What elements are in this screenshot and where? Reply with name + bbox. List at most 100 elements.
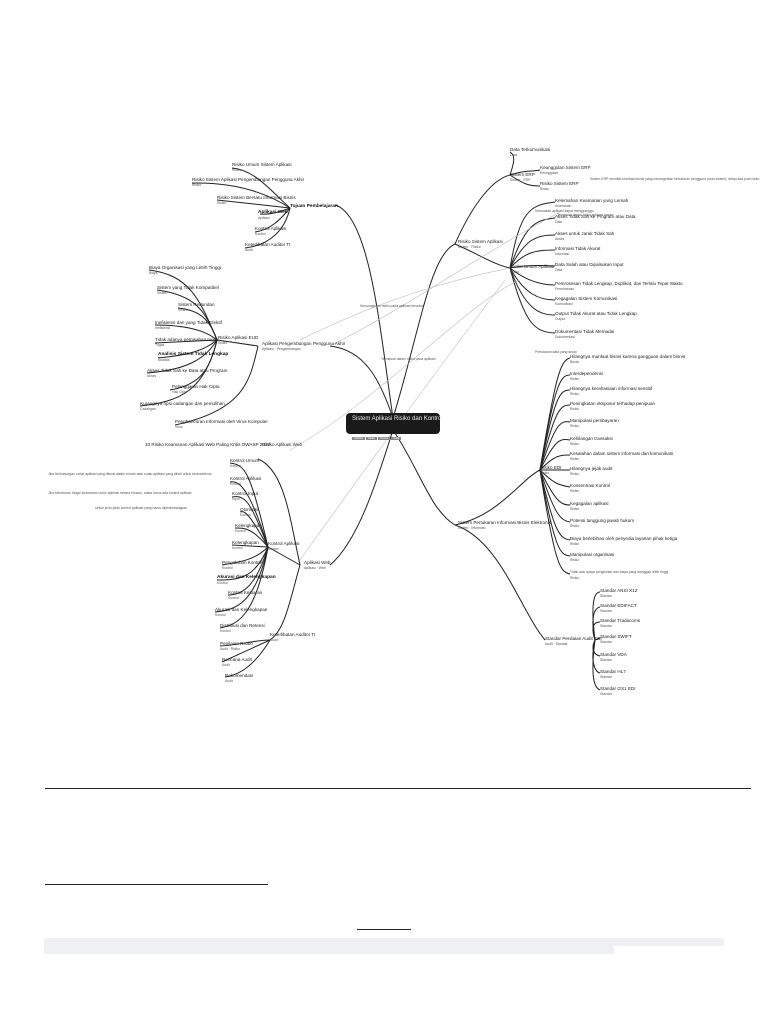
topic[interactable]: Pemrosesan Tidak Lengkap, Duplikat, dan …	[555, 281, 683, 286]
topic[interactable]: Pengolahan Kontrol	[222, 560, 263, 565]
topic[interactable]: Output Tidak Akurat atau Tidak Lengkap	[555, 311, 637, 316]
topic[interactable]: Standar HL7	[600, 669, 626, 674]
topic[interactable]: Aplikasi Web	[258, 210, 288, 215]
topic[interactable]: Informasi Tidak Akurat	[555, 246, 601, 251]
branch-edi[interactable]: Sistem Pertukaran Informasi Bisnis Elekt…	[458, 520, 551, 525]
topic[interactable]: Analisis Sistem Tidak Lengkap	[158, 352, 229, 357]
topic-sub: Kontrol	[217, 581, 228, 585]
topic[interactable]: Manipulasi organisasi	[570, 552, 615, 557]
topic[interactable]: Standar ANSI X12	[600, 588, 638, 593]
topic-sub: Risiko	[540, 471, 550, 475]
topic[interactable]: Akses untuk Jarak Tidak Sah	[555, 231, 615, 236]
topic-sub: Inefisiensi	[155, 326, 171, 330]
topic[interactable]: Risiko Sistem Bersatu Informasi Bisnis	[217, 195, 296, 200]
topic[interactable]: Kontrol Input	[232, 491, 259, 496]
topic-sub: Data	[555, 220, 563, 224]
topic[interactable]: Sistem Redundan	[178, 302, 215, 307]
topic[interactable]: Akses Tidak Sah ke Data atau Program	[147, 368, 228, 373]
web-top-right[interactable]: Risiko Aplikasi Web	[262, 442, 302, 447]
topic-sub: Akses	[147, 374, 157, 378]
topic[interactable]: Kontrol Keluaran	[228, 590, 263, 595]
topic-sub: Output	[555, 317, 566, 321]
topic-sub: Kontrol	[220, 629, 231, 633]
euc-risk-node[interactable]: Risiko Aplikasi EUD	[218, 335, 259, 340]
topic-sub: Risiko	[540, 187, 550, 191]
erp-node[interactable]: Sistem ERP	[510, 172, 535, 177]
topic[interactable]: Inefisiensi dan yang Tidak Efektif	[155, 320, 222, 325]
branch-tujuan[interactable]: Tujuan Pembelajaran	[290, 204, 338, 209]
topic-sub: Tugas	[155, 343, 165, 347]
edi-standard-node[interactable]: Standar Penilaian Audit EDI	[545, 636, 602, 641]
topic[interactable]: Akses Tidak Sah ke Program atau Data	[555, 214, 636, 219]
topic[interactable]: Sistem yang Tidak Kompatibel	[157, 285, 219, 290]
topic[interactable]: Rekomendasi	[225, 673, 254, 678]
topic-sub: Standar	[600, 675, 612, 679]
topic[interactable]: Standar SWIFT	[600, 634, 632, 639]
topic[interactable]: Manipulasi pembayaran	[570, 418, 619, 423]
topic[interactable]: Data Terkomunikasi	[510, 147, 551, 152]
web-control-node[interactable]: Kontrol Aplikasi	[268, 541, 300, 546]
note: Jika kebutuhan fungsi keamanan untuk apl…	[48, 491, 192, 495]
topic[interactable]: Akurasi dan Kelengkapan	[217, 575, 276, 580]
branch-euc[interactable]: Aplikasi Pengembangan Pengguna Akhir	[262, 341, 346, 346]
topic-sub: Standar	[600, 609, 612, 613]
topic-sub: Data	[555, 268, 563, 272]
web-audit-node[interactable]: Keterlibatan Auditor TI	[270, 632, 316, 637]
topic[interactable]: Kehilangan transaksi	[570, 436, 613, 441]
central-topic[interactable]: Sistem Aplikasi Risiko dan Kontrol Aplik…	[346, 413, 443, 440]
topic[interactable]: Pelanggaran Hak Cipta	[172, 384, 220, 389]
central-topic-title: Sistem Aplikasi Risiko dan Kontrol	[352, 416, 443, 422]
topic[interactable]: Hilangnya jejak audit	[570, 466, 613, 471]
topic[interactable]: Kelemahan Keamanan yang Lemah	[555, 198, 629, 203]
topic[interactable]: Kontrol Aplikasi	[230, 476, 262, 481]
tag: Risiko	[365, 437, 378, 440]
topic[interactable]: Dokumentasi Tidak Memadai	[555, 329, 615, 334]
topic[interactable]: Kelengkapan	[235, 523, 262, 528]
topic[interactable]: Kesalahan dalam sistem informasi dan kom…	[570, 451, 674, 456]
topic[interactable]: Hilangnya kerahasiaan informasi sensitif	[570, 386, 653, 391]
branch-risiko-sistem[interactable]: Risiko Sistem Aplikasi	[458, 239, 503, 244]
divider	[357, 929, 411, 930]
web-top-left[interactable]: 10 Risiko Keamanan Aplikasi Web Paling K…	[145, 442, 271, 447]
topic[interactable]: Kegagalan Sistem Komunikasi	[555, 296, 618, 301]
edi-risk-node[interactable]: Risiko EDI	[540, 465, 562, 470]
topic-sub: Risiko	[570, 542, 580, 546]
topic[interactable]: Rencana Audit	[222, 657, 252, 662]
topic[interactable]: Standar VDA	[600, 652, 627, 657]
topic[interactable]: Data Salah atau Dipalsukan Input	[555, 262, 624, 267]
topic[interactable]: Akurasi dan Kelengkapan	[215, 607, 268, 612]
topic[interactable]: Otorisasi	[240, 507, 259, 512]
topic[interactable]: Penghancuran Informasi oleh Virus Komput…	[175, 419, 268, 424]
topic[interactable]: Risiko Sistem ERP	[540, 181, 579, 186]
note: Pertukaran data yang aman	[535, 350, 577, 354]
topic[interactable]: Tidak adanya pemisahan tugas	[155, 337, 219, 342]
topic-sub: Audit · Risiko	[220, 647, 240, 651]
topic[interactable]: Tidak ada upaya pengkinian dan biaya yan…	[570, 570, 669, 574]
topic[interactable]: Distribusi dan Retensi	[220, 623, 265, 628]
topic[interactable]: Kegagalan aplikasi	[570, 501, 609, 506]
common-risk-node[interactable]: Risiko Umum Aplikasi	[510, 264, 555, 269]
topic[interactable]: Hilangnya manfaat bisnis karena gangguan…	[570, 354, 686, 359]
topic[interactable]: Risiko Sistem Aplikasi Pengembangan Peng…	[192, 177, 305, 182]
cross-link-note: Kemungkinan risiko pada aplikasi tersebu…	[360, 304, 424, 308]
topic[interactable]: Risiko Umum Sistem Aplikasi	[232, 162, 292, 167]
topic[interactable]: Biaya Organisasi yang Lebih Tinggi	[149, 265, 222, 270]
topic[interactable]: Konsentrasi Kontrol	[570, 483, 611, 488]
topic[interactable]: Potensi tanggung jawab hukum	[570, 518, 635, 523]
topic[interactable]: Penilaian Risiko	[220, 641, 253, 646]
topic[interactable]: Standar GS1 EDI	[600, 686, 636, 691]
topic[interactable]: Keterlibatan Auditor TI	[245, 242, 291, 247]
branch-web[interactable]: Aplikasi Web	[304, 560, 331, 565]
topic[interactable]: Kontrol Aplikasi	[255, 226, 287, 231]
topic[interactable]: Interdependensi	[570, 371, 603, 376]
topic[interactable]: Biaya berlebihan oleh penyedia layanan p…	[570, 536, 678, 541]
topic[interactable]: Keunggulan Sistem ERP	[540, 165, 591, 170]
topic[interactable]: Peningkatan eksposur terhadap penipuan	[570, 401, 656, 406]
topic[interactable]: Kurangnya opsi cadangan dan pemulihan	[140, 401, 225, 406]
topic[interactable]: Kontrol Umum	[230, 458, 260, 463]
topic-sub: Risiko	[192, 183, 202, 187]
text-placeholder	[614, 938, 724, 946]
topic[interactable]: Standar EDIFACT	[600, 603, 637, 608]
topic[interactable]: Standar Tradacoms	[600, 618, 641, 623]
topic[interactable]: Kelengkapan	[232, 540, 259, 545]
